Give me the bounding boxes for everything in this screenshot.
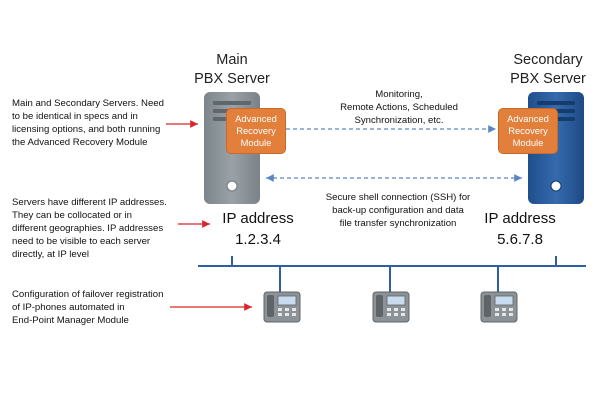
monitoring-caption: Monitoring, Remote Actions, Scheduled Sy… — [318, 88, 480, 127]
module-line1: Advanced — [235, 113, 277, 124]
ip-phone-icon — [263, 291, 301, 323]
module-line3: Module — [512, 137, 544, 148]
note-ip-addresses: Servers have different IP addresses. The… — [12, 196, 180, 261]
note-line: need to be visible to each server — [12, 236, 151, 247]
note-line: Main and Secondary Servers. Need — [12, 98, 164, 109]
note-line: of IP-phones automated in — [12, 302, 125, 313]
ssh-caption-line: Secure shell connection (SSH) for — [325, 192, 471, 203]
monitoring-caption-line: Monitoring, — [375, 89, 423, 100]
note-line: different geographies. IP addresses — [12, 223, 164, 234]
module-line2: Recovery — [236, 125, 276, 136]
main-server-title-line1: Main — [216, 52, 248, 68]
secondary-advanced-recovery-module: Advanced Recovery Module — [498, 108, 558, 154]
main-server-title: Main PBX Server — [180, 51, 284, 89]
module-line2: Recovery — [508, 125, 548, 136]
secondary-server-title-line1: Secondary — [513, 52, 583, 68]
main-ip-value: 1.2.3.4 — [235, 231, 281, 248]
ip-phone-icon — [480, 291, 518, 323]
note-line: to be identical in specs and in — [12, 111, 138, 122]
main-advanced-recovery-module: Advanced Recovery Module — [226, 108, 286, 154]
secondary-ip-value: 5.6.7.8 — [497, 231, 543, 248]
note-line: licensing options, and both running — [12, 124, 161, 135]
monitoring-caption-line: Synchronization, etc. — [354, 115, 444, 126]
secondary-server-title-line2: PBX Server — [510, 71, 586, 87]
secondary-ip-label: IP address — [484, 210, 556, 227]
main-ip-address: IP address 1.2.3.4 — [208, 208, 308, 250]
module-line3: Module — [240, 137, 272, 148]
main-server-title-line2: PBX Server — [194, 71, 270, 87]
ssh-caption: Secure shell connection (SSH) for back-u… — [300, 191, 496, 230]
note-phones: Configuration of failover registration o… — [12, 288, 180, 327]
module-line1: Advanced — [507, 113, 549, 124]
note-line: Servers have different IP addresses. — [12, 197, 167, 208]
secondary-ip-address: IP address 5.6.7.8 — [470, 208, 570, 250]
network-bus — [198, 256, 586, 292]
note-line: They can be collocated or in — [12, 210, 132, 221]
ssh-caption-line: file transfer synchronization — [339, 218, 457, 229]
note-line: Configuration of failover registration — [12, 289, 164, 300]
main-ip-label: IP address — [222, 210, 294, 227]
secondary-server-title: Secondary PBX Server — [496, 51, 600, 89]
monitoring-caption-line: Remote Actions, Scheduled — [340, 102, 458, 113]
note-line: directly, at IP level — [12, 249, 89, 260]
note-line: End-Point Manager Module — [12, 315, 129, 326]
note-servers: Main and Secondary Servers. Need to be i… — [12, 97, 172, 149]
ip-phone-icon — [372, 291, 410, 323]
ssh-caption-line: back-up configuration and data — [332, 205, 464, 216]
note-line: the Advanced Recovery Module — [12, 137, 148, 148]
